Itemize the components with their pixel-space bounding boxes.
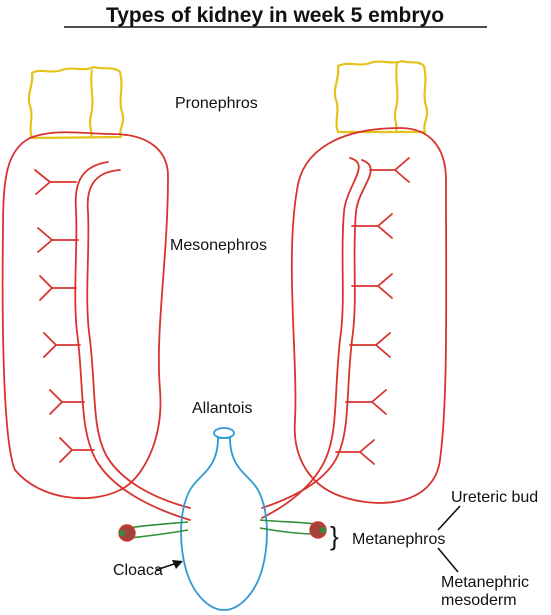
mesonephros-left [1, 131, 169, 500]
diagram-title: Types of kidney in week 5 embryo [106, 4, 444, 27]
pronephros-right [333, 59, 429, 134]
arrow-cloaca [155, 560, 183, 571]
label-mesonephros: Mesonephros [170, 237, 267, 254]
label-metanephric-line1: Metanephric [441, 574, 529, 591]
cloaca [180, 437, 268, 611]
allantois [213, 427, 235, 439]
metanephros-brace: } [330, 521, 339, 551]
label-cloaca: Cloaca [113, 562, 163, 579]
pronephros-left [27, 65, 125, 140]
mesonephric-tubules-left [34, 169, 95, 463]
label-pronephros: Pronephros [175, 95, 258, 112]
pointer-metanephric-mesoderm [437, 547, 459, 573]
label-allantois: Allantois [192, 400, 252, 417]
mesonephric-duct-left [74, 161, 191, 521]
ureteric-bud-right [259, 519, 317, 535]
mesonephric-duct-right [261, 157, 372, 519]
metanephric-mesoderm-left [118, 524, 136, 542]
mesonephric-tubules-right [335, 157, 410, 465]
metanephric-mesoderm-right [309, 521, 327, 539]
label-ureteric-bud: Ureteric bud [451, 489, 538, 506]
label-metanephros: Metanephros [352, 531, 445, 548]
pointer-ureteric-bud [437, 505, 461, 531]
ureteric-bud-left [127, 521, 189, 539]
label-metanephric-line2: mesoderm [441, 592, 517, 609]
mesonephros-right [290, 127, 448, 504]
